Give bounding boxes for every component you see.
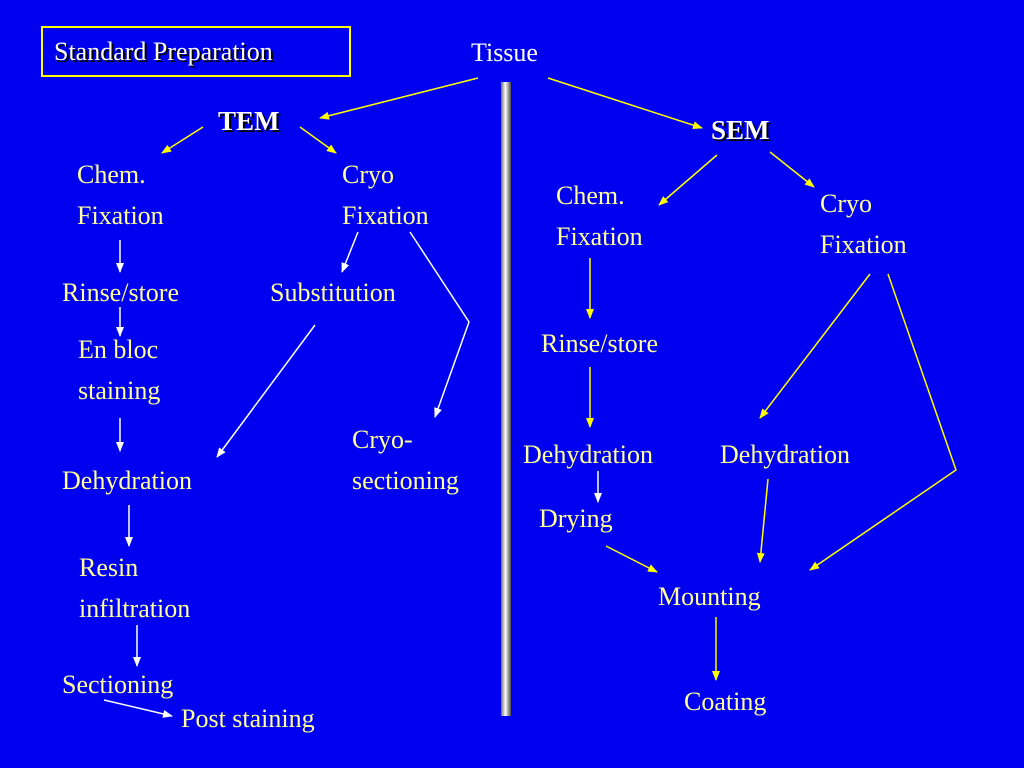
arrow-sem-cryo [769,151,815,188]
tem-substitution: Substitution [270,278,396,307]
tem-dehydration: Dehydration [62,466,192,495]
arrow-sem-drying-mounting [605,545,658,573]
tissue-node: Tissue [471,38,538,67]
arrow-sem-cryo-mounting [809,273,957,571]
tem-en-bloc-staining: En bloc staining [78,335,161,405]
arrow-cryo-substitution [341,231,359,273]
sem-heading: SEM [711,115,770,145]
sem-chem-fixation: Chem. Fixation [556,181,643,251]
arrow-sem-chem [658,154,718,206]
arrow-sem-dehydration2-mounting [756,478,769,563]
sem-mounting: Mounting [658,582,761,611]
arrow-substitution-dehydration [216,324,316,458]
sem-rinse-store: Rinse/store [541,329,658,358]
arrow-tissue-sem [547,77,703,130]
vertical-divider [501,82,511,716]
sem-cryo-fixation: Cryo Fixation [820,189,907,259]
tem-rinse-store: Rinse/store [62,278,179,307]
tem-cryo-fixation: Cryo Fixation [342,160,429,230]
sem-dehydration-cryo: Dehydration [720,440,850,469]
slide-title: Standard Preparation [54,37,273,66]
arrow-tem-cryo [299,126,337,154]
sem-dehydration-chem: Dehydration [523,440,653,469]
tem-sectioning: Sectioning [62,670,174,699]
arrow-sem-cryo-dehydration [759,273,871,419]
tem-chem-fixation: Chem. Fixation [77,160,164,230]
tem-resin-infiltration: Resin infiltration [79,553,191,623]
sem-coating: Coating [684,687,767,716]
arrow-tem-chem [161,126,204,154]
arrow-tissue-tem [319,77,479,120]
tem-heading: TEM [218,106,280,136]
arrow-sectioning-poststaining [103,699,173,718]
sem-drying: Drying [539,504,613,533]
title-box [41,26,351,77]
arrow-cryo-cryosectioning [409,231,470,418]
tem-post-staining: Post staining [181,704,315,733]
tem-cryo-sectioning: Cryo- sectioning [352,425,459,495]
